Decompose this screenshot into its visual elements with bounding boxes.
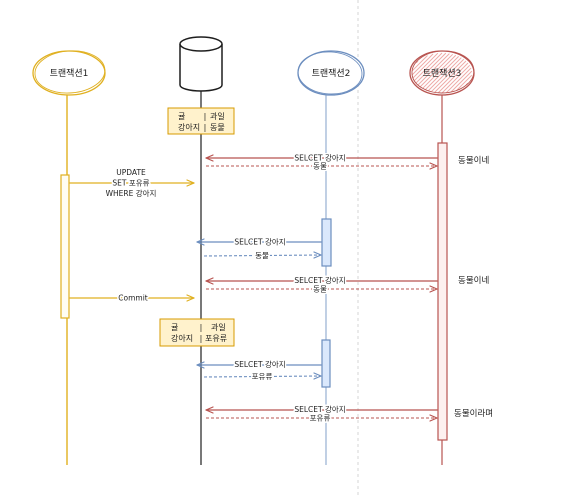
transaction3-activation bbox=[437, 142, 448, 441]
response-label: 포유류 bbox=[252, 372, 273, 381]
transaction3-participant: 트랜잭션3 bbox=[409, 50, 475, 96]
table-separator: | bbox=[204, 123, 207, 132]
transaction3-note: 동물이네 bbox=[458, 275, 489, 286]
hatch-line bbox=[411, 55, 428, 72]
response-arrow bbox=[203, 254, 322, 257]
table-snapshot-1: 귤 | 과일 강아지 | 동물 bbox=[167, 107, 235, 135]
table-snapshot-2: 귤 | 과일 강아지 | 포유류 bbox=[159, 318, 235, 347]
transaction1-ellipse-sketch bbox=[34, 50, 106, 94]
transaction1-activation bbox=[60, 174, 70, 319]
hatch-line bbox=[456, 74, 473, 91]
database-top bbox=[179, 36, 223, 52]
hatch-line bbox=[415, 52, 447, 84]
hatch-line bbox=[419, 53, 454, 88]
table-separator: | bbox=[200, 323, 203, 332]
hatch-line bbox=[450, 70, 473, 93]
transaction1-update: UPDATE SET 포유류 WHERE 강아지 bbox=[69, 167, 195, 200]
hatch-line bbox=[422, 54, 457, 89]
transaction2-activation-2 bbox=[321, 339, 331, 388]
table-separator: | bbox=[200, 334, 203, 343]
database-body bbox=[179, 44, 223, 92]
table-cell-value: 과일 bbox=[210, 112, 225, 121]
table-separator: | bbox=[204, 112, 207, 121]
table-box bbox=[167, 107, 235, 135]
request-label: SELCET 강아지 bbox=[294, 153, 345, 163]
hatch-line bbox=[412, 52, 439, 79]
arrowhead-right-icon bbox=[186, 179, 195, 187]
update-label-line: WHERE 강아지 bbox=[106, 188, 157, 198]
transaction3-read-3: SELCET 강아지 포유류 동물이라며 bbox=[205, 403, 493, 424]
arrowhead-right-icon bbox=[313, 251, 322, 259]
hatch-line bbox=[441, 64, 471, 94]
response-arrow bbox=[203, 375, 322, 378]
transaction2-label: 트랜잭션2 bbox=[312, 68, 351, 79]
transaction3-note: 동물이네 bbox=[458, 155, 489, 166]
table-cell-value: 포유류 bbox=[205, 334, 227, 343]
database-icon bbox=[179, 36, 223, 92]
table-cell-value: 과일 bbox=[211, 323, 226, 332]
arrowhead-left-icon bbox=[205, 277, 214, 285]
update-label-line: UPDATE bbox=[116, 168, 146, 177]
transaction2-read-1: SELCET 강아지 동물 bbox=[196, 235, 322, 262]
transaction3-ellipse-sketch bbox=[411, 50, 475, 94]
transaction1-participant: 트랜잭션1 bbox=[32, 50, 106, 96]
arrowhead-left-icon bbox=[205, 406, 214, 414]
arrowhead-right-icon bbox=[429, 414, 438, 422]
arrowhead-right-icon bbox=[313, 372, 322, 380]
transaction2-ellipse-sketch bbox=[297, 51, 363, 95]
request-label: SELCET 강아지 bbox=[234, 237, 285, 247]
request-label: SELCET 강아지 bbox=[294, 275, 345, 285]
table-cell-key: 귤 bbox=[171, 323, 178, 332]
transaction3-label: 트랜잭션3 bbox=[423, 68, 462, 79]
transaction3-hatch bbox=[411, 52, 473, 94]
transaction1-label: 트랜잭션1 bbox=[50, 68, 89, 79]
transaction3-note: 동물이라며 bbox=[454, 408, 493, 419]
table-box bbox=[159, 318, 235, 347]
table-cell-key: 귤 bbox=[178, 112, 185, 121]
arrowhead-left-icon bbox=[205, 154, 214, 162]
hatch-line bbox=[417, 53, 450, 86]
hatch-line bbox=[445, 67, 472, 94]
response-label: 포유류 bbox=[310, 414, 331, 423]
response-label: 동물 bbox=[313, 162, 327, 171]
hatch-line bbox=[437, 62, 469, 94]
table-cell-key: 강아지 bbox=[171, 333, 193, 343]
arrowhead-left-icon bbox=[196, 238, 205, 246]
response-label: 동물 bbox=[255, 251, 269, 260]
table-cell-key: 강아지 bbox=[178, 122, 200, 132]
transaction3-read-2: SELCET 강아지 동물 동물이네 bbox=[205, 274, 489, 295]
transaction1-commit: Commit bbox=[69, 292, 195, 304]
hatch-line bbox=[415, 60, 419, 64]
hatch-line bbox=[430, 58, 465, 93]
transaction2-activation-1 bbox=[321, 218, 332, 267]
hatch-line bbox=[434, 60, 467, 93]
request-label: SELCET 강아지 bbox=[294, 404, 345, 414]
commit-label: Commit bbox=[118, 294, 148, 303]
arrowhead-right-icon bbox=[186, 294, 195, 302]
hatch-line bbox=[411, 53, 434, 76]
arrowhead-right-icon bbox=[429, 162, 438, 170]
transaction2-participant: 트랜잭션2 bbox=[297, 50, 365, 96]
hatch-line bbox=[427, 57, 462, 92]
request-label: SELCET 강아지 bbox=[234, 359, 285, 369]
hatch-line bbox=[425, 56, 459, 90]
arrowhead-left-icon bbox=[196, 361, 205, 369]
arrowhead-right-icon bbox=[429, 285, 438, 293]
hatch-line bbox=[413, 52, 443, 82]
response-label: 동물 bbox=[313, 285, 327, 294]
transaction2-read-2: SELCET 강아지 포유류 bbox=[196, 358, 322, 383]
transaction3-read-1: SELCET 강아지 동물 동물이네 bbox=[205, 151, 489, 172]
table-cell-value: 동물 bbox=[210, 123, 225, 132]
update-label-line: SET 포유류 bbox=[112, 179, 149, 188]
